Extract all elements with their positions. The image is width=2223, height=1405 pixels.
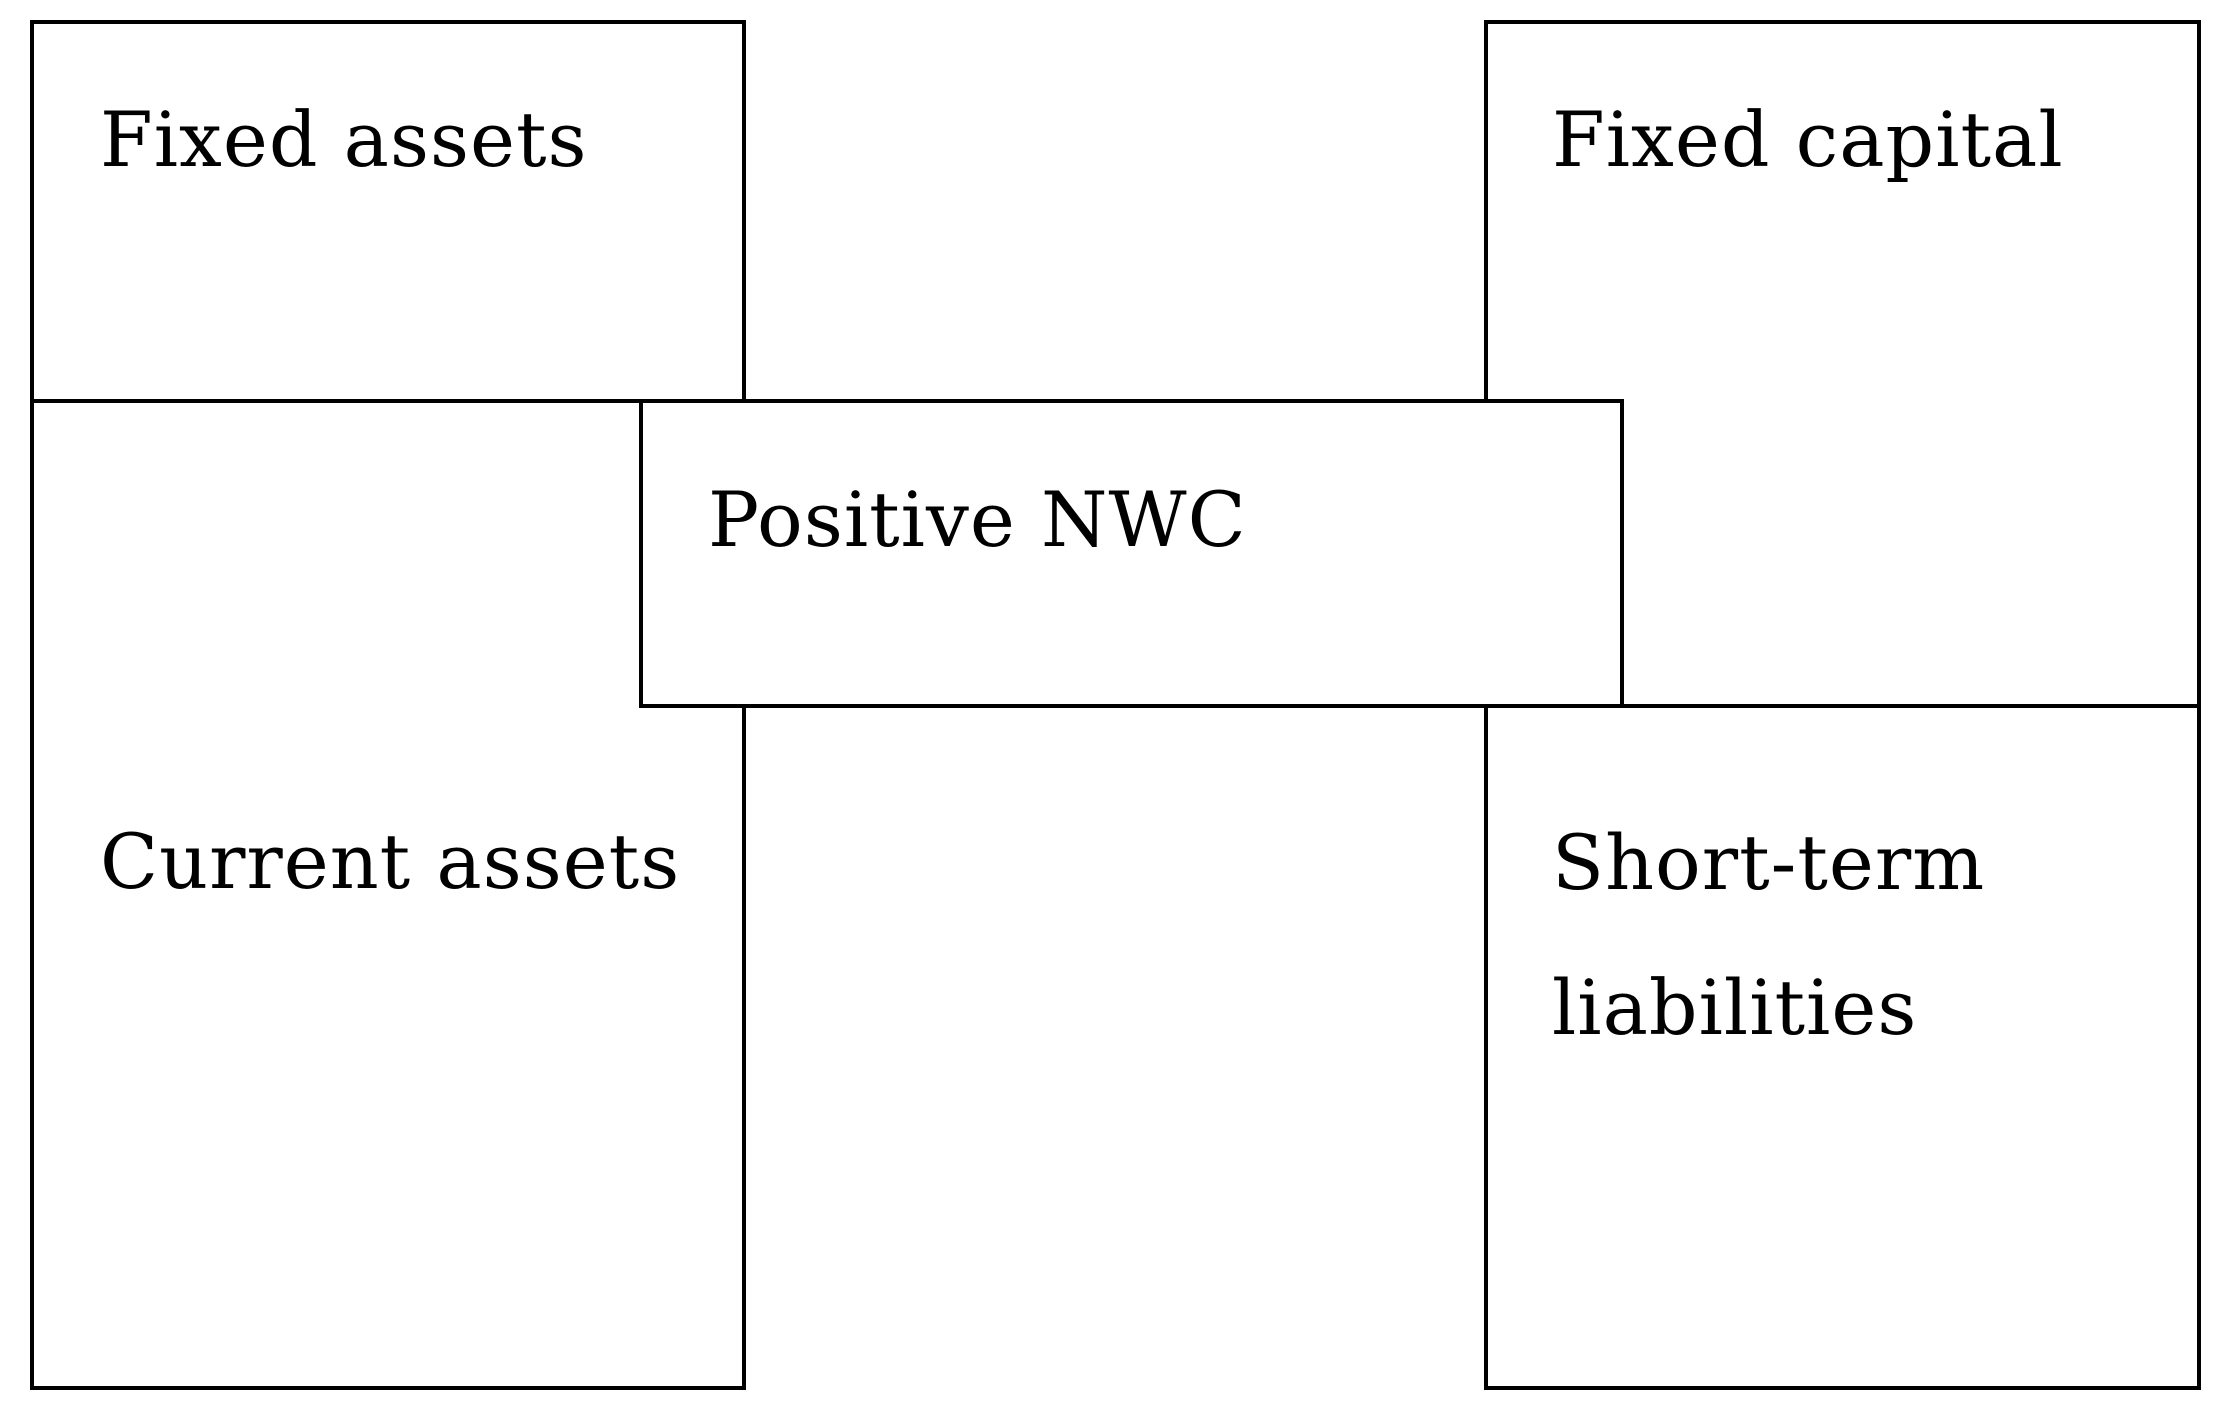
positive-nwc-label: Positive NWC bbox=[708, 475, 1247, 564]
current-assets-box bbox=[30, 399, 746, 1390]
fixed-capital-label: Fixed capital bbox=[1552, 95, 2064, 184]
fixed-assets-label: Fixed assets bbox=[100, 95, 588, 184]
short-term-liabilities-label: Short-term liabilities bbox=[1552, 818, 1986, 1052]
short-term-liabilities-box bbox=[1484, 704, 2201, 1390]
positive-nwc-box bbox=[639, 399, 1624, 708]
current-assets-label: Current assets bbox=[100, 817, 681, 906]
